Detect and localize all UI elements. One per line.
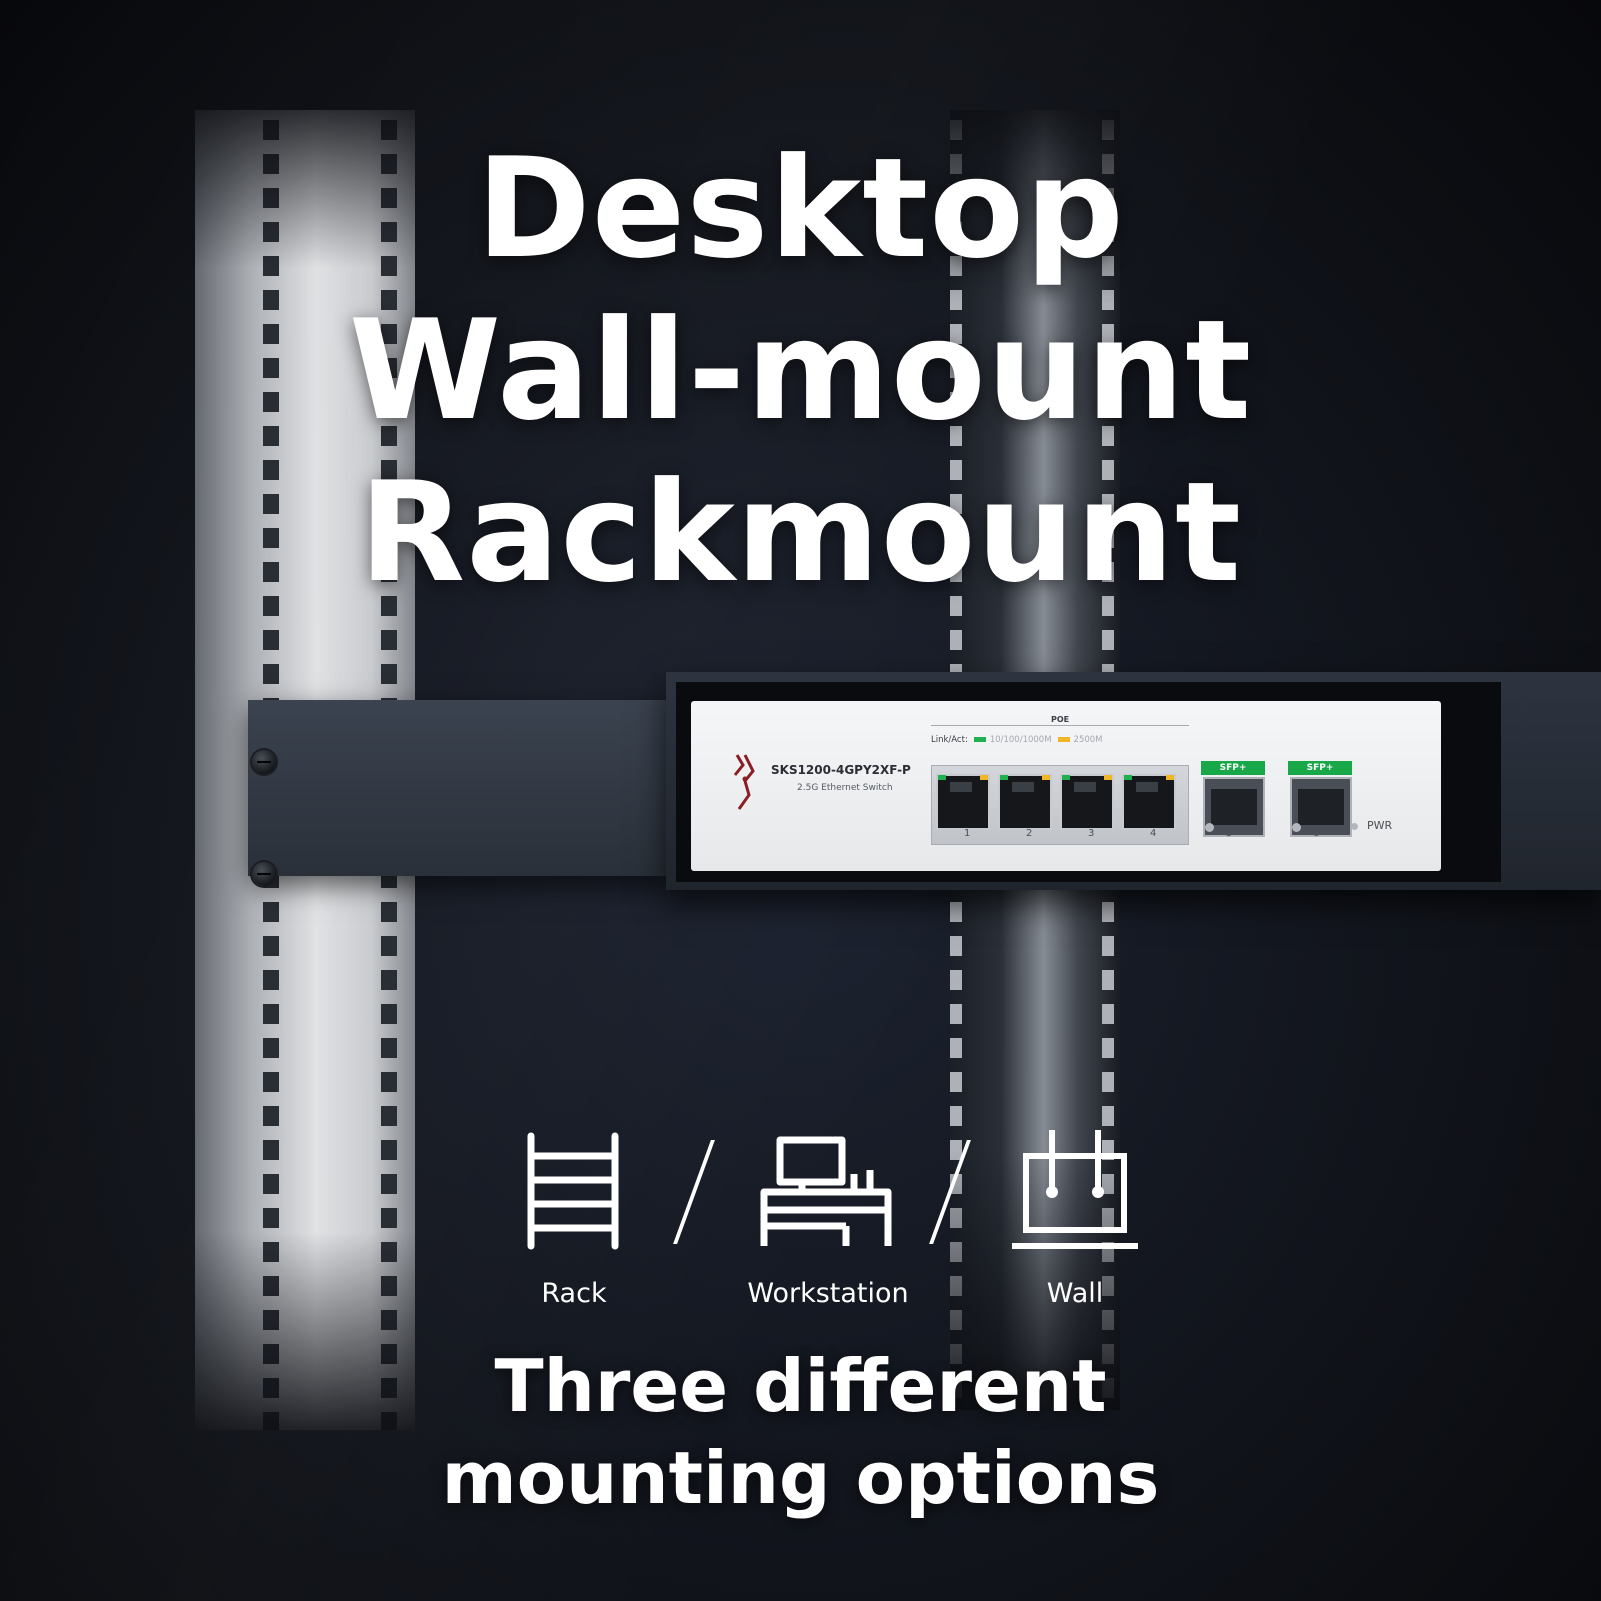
workstation-icon bbox=[760, 1136, 892, 1246]
rj45-port-block bbox=[931, 765, 1189, 845]
rj45-port[interactable] bbox=[1122, 774, 1176, 830]
mount-option-label: Rack bbox=[541, 1278, 607, 1309]
sfp-port[interactable]: SFP+ bbox=[1201, 761, 1265, 843]
sfp-tag: SFP+ bbox=[1288, 761, 1352, 775]
switch-front-panel: SKS1200-4GPY2XF-P 2.5G Ethernet Switch P… bbox=[691, 701, 1441, 871]
mount-option-wall: Wall bbox=[1000, 1130, 1150, 1309]
power-led bbox=[1351, 823, 1358, 830]
mount-option-rack: Rack bbox=[494, 1130, 654, 1309]
port-number: 6 bbox=[1313, 828, 1320, 839]
rj45-port[interactable] bbox=[936, 774, 990, 830]
port-number: 1 bbox=[964, 828, 971, 839]
sfp-cage bbox=[1203, 777, 1265, 837]
port-number: 4 bbox=[1150, 828, 1157, 839]
headline-line-1: Desktop bbox=[476, 128, 1125, 289]
led-legend: Link/Act: 10/100/1000M 2500M bbox=[931, 735, 1103, 745]
port-number: 2 bbox=[1026, 828, 1033, 839]
headline-line-2: Wall-mount bbox=[348, 290, 1253, 451]
rj45-port[interactable] bbox=[998, 774, 1052, 830]
separator-slash bbox=[673, 1140, 715, 1244]
legend-label: Link/Act: bbox=[931, 735, 968, 745]
mount-option-label: Wall bbox=[1046, 1278, 1104, 1309]
port-led bbox=[1205, 823, 1214, 832]
poe-divider bbox=[931, 725, 1189, 726]
headline: Desktop Wall-mount Rackmount bbox=[0, 128, 1601, 614]
headline-line-3: Rackmount bbox=[358, 452, 1243, 613]
legend-speed-1: 10/100/1000M bbox=[989, 735, 1052, 745]
sfp-cage bbox=[1290, 777, 1352, 837]
screw-icon bbox=[252, 862, 276, 886]
mounting-icons: Rack Workstation bbox=[0, 1130, 1601, 1310]
tagline-line-2: mounting options bbox=[441, 1436, 1160, 1520]
legend-swatch-green bbox=[973, 737, 986, 742]
brand-logo-icon bbox=[733, 754, 755, 810]
model-name: SKS1200-4GPY2XF-P bbox=[771, 763, 911, 777]
power-label: PWR bbox=[1367, 819, 1393, 832]
screw-icon bbox=[252, 750, 276, 774]
sfp-tag: SFP+ bbox=[1201, 761, 1265, 775]
rj45-port[interactable] bbox=[1060, 774, 1114, 830]
separator-slash bbox=[929, 1140, 971, 1244]
rack-icon bbox=[527, 1132, 619, 1250]
wall-icon bbox=[1012, 1130, 1138, 1249]
model-description: 2.5G Ethernet Switch bbox=[797, 783, 893, 793]
mount-option-workstation: Workstation bbox=[738, 1130, 918, 1309]
bracket-ear bbox=[248, 700, 668, 886]
port-led bbox=[1292, 823, 1301, 832]
port-number: 3 bbox=[1088, 828, 1095, 839]
port-number: 5 bbox=[1226, 828, 1233, 839]
legend-speed-2: 2500M bbox=[1073, 735, 1103, 745]
legend-swatch-amber bbox=[1057, 737, 1070, 742]
poe-label: POE bbox=[1051, 715, 1070, 724]
sfp-port[interactable]: SFP+ bbox=[1288, 761, 1352, 843]
tagline-line-1: Three different bbox=[494, 1344, 1107, 1428]
tagline: Three different mounting options bbox=[0, 1340, 1601, 1524]
mount-option-label: Workstation bbox=[747, 1278, 909, 1309]
